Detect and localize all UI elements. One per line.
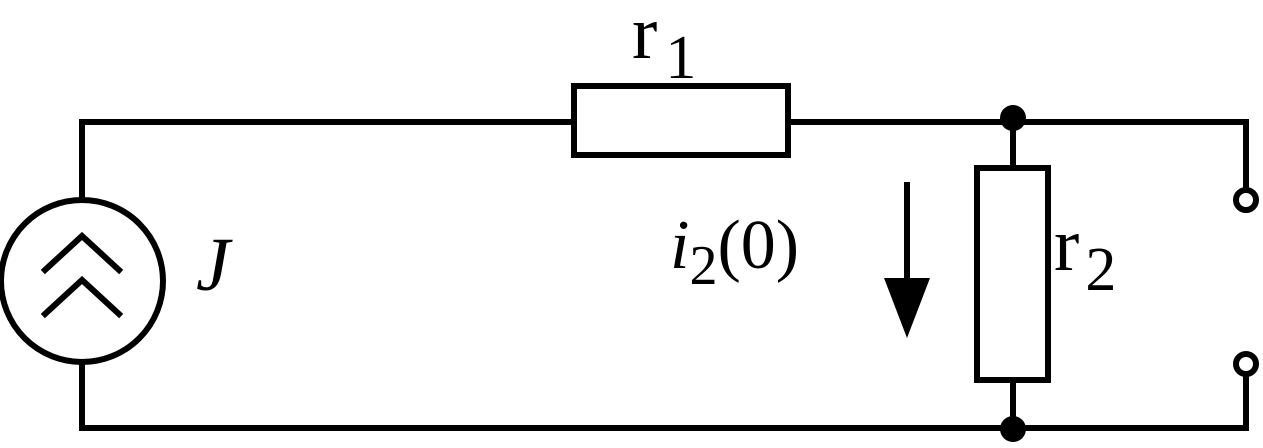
down-arrow-icon — [884, 182, 930, 338]
wire-top-left — [79, 119, 575, 198]
junction-top — [1000, 105, 1026, 131]
label-source-j: J — [196, 223, 233, 307]
wire-top-right — [785, 119, 1249, 193]
resistor-r1 — [571, 83, 791, 158]
terminal-top — [1233, 187, 1259, 213]
terminal-bottom — [1233, 351, 1259, 377]
label-current-i2: i2(0) — [670, 207, 799, 297]
wires — [79, 119, 1249, 431]
label-r2: r2 — [1054, 203, 1116, 304]
wire-bottom — [79, 364, 1249, 431]
current-source — [0, 197, 166, 365]
double-chevron-up-icon — [40, 231, 124, 319]
resistor-r2 — [974, 165, 1051, 383]
junction-bottom — [1000, 416, 1026, 442]
